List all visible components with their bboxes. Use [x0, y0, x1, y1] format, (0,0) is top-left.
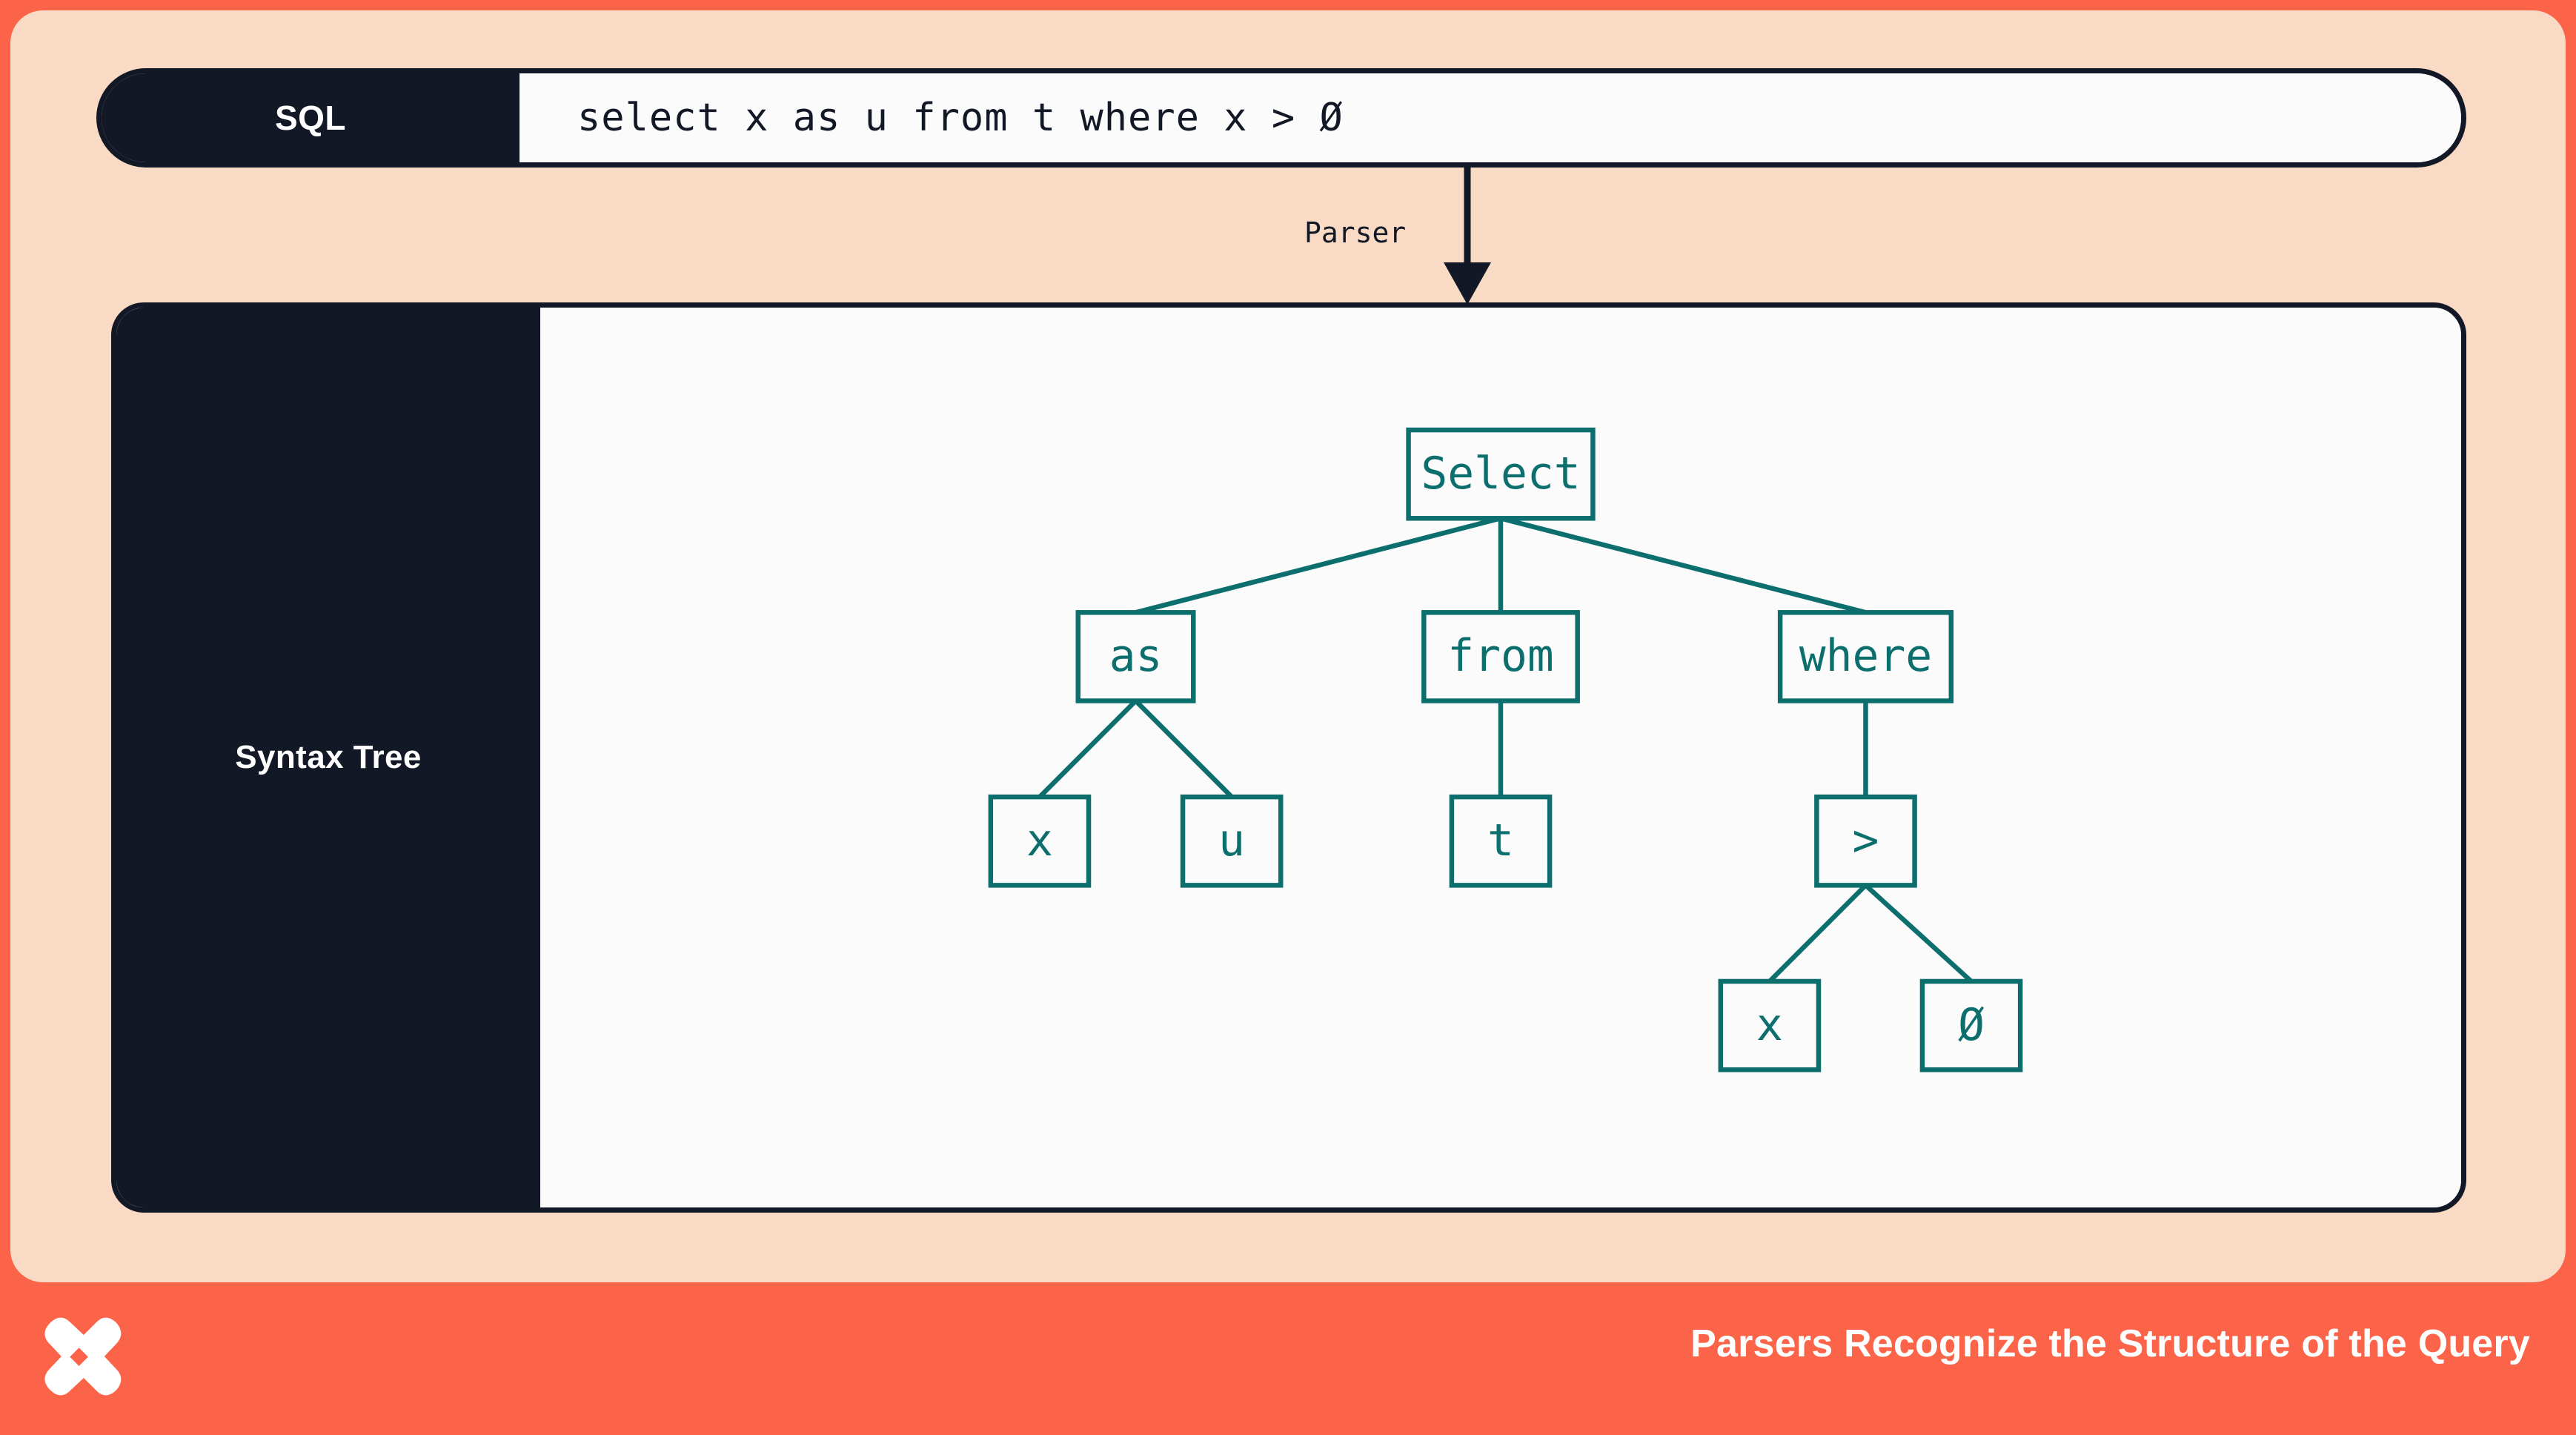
- tree-node-box: [988, 794, 1092, 888]
- tree-node-label: Ø: [1958, 1000, 1985, 1051]
- arrow-down-icon: [1444, 168, 1491, 305]
- tree-node-label: Select: [1421, 448, 1580, 500]
- syntax-tree-label-cell: Syntax Tree: [116, 308, 540, 1207]
- footer-caption: Parsers Recognize the Structure of the Q…: [1690, 1322, 2530, 1365]
- tree-node-box: [1919, 978, 2023, 1073]
- tree-node-label: x: [1756, 1000, 1783, 1051]
- tree-node[interactable]: x: [988, 794, 1092, 888]
- tree-node[interactable]: from: [1421, 610, 1580, 703]
- tree-node[interactable]: t: [1449, 794, 1553, 888]
- tree-node-label: as: [1109, 631, 1163, 682]
- tree-node-label: t: [1487, 815, 1514, 866]
- tree-node-box: [1075, 610, 1196, 703]
- sql-label-cell: SQL: [102, 73, 519, 162]
- tree-node[interactable]: Select: [1406, 427, 1596, 521]
- x-butterfly-logo-icon: [44, 1317, 122, 1396]
- tree-node-box: [1421, 610, 1580, 703]
- sql-label: SQL: [274, 99, 347, 137]
- tree-node[interactable]: >: [1814, 794, 1917, 888]
- tree-node-label: from: [1447, 631, 1554, 682]
- tree-edge: [1135, 516, 1501, 615]
- sql-query-cell[interactable]: select x as u from t where x > Ø: [519, 73, 2461, 162]
- tree-edge: [1767, 884, 1868, 984]
- tree-edge: [1500, 516, 1867, 615]
- sql-input-row: SQL select x as u from t where x > Ø: [96, 68, 2466, 168]
- tree-node-label: u: [1218, 815, 1245, 866]
- tree-node[interactable]: as: [1075, 610, 1196, 703]
- tree-node[interactable]: x: [1718, 978, 1822, 1073]
- footer-bar: [0, 1282, 2576, 1435]
- tree-edge: [1134, 699, 1234, 799]
- sql-query-text: select x as u from t where x > Ø: [577, 96, 1344, 140]
- tree-node[interactable]: where: [1777, 610, 1954, 703]
- tree-node[interactable]: Ø: [1919, 978, 2023, 1073]
- tree-node[interactable]: u: [1180, 794, 1284, 888]
- tree-node-box: [1180, 794, 1284, 888]
- tree-node-label: >: [1853, 815, 1879, 866]
- tree-node-box: [1777, 610, 1954, 703]
- tree-node-label: where: [1799, 631, 1932, 682]
- tree-node-box: [1814, 794, 1917, 888]
- syntax-tree-label: Syntax Tree: [235, 739, 422, 775]
- tree-node-box: [1449, 794, 1553, 888]
- tree-edge: [1038, 699, 1138, 799]
- tree-edge: [1864, 883, 1974, 984]
- tree-node-label: x: [1026, 815, 1053, 866]
- tree-node-box: [1406, 427, 1596, 521]
- parser-label: Parser: [1304, 216, 1407, 249]
- tree-node-box: [1718, 978, 1822, 1073]
